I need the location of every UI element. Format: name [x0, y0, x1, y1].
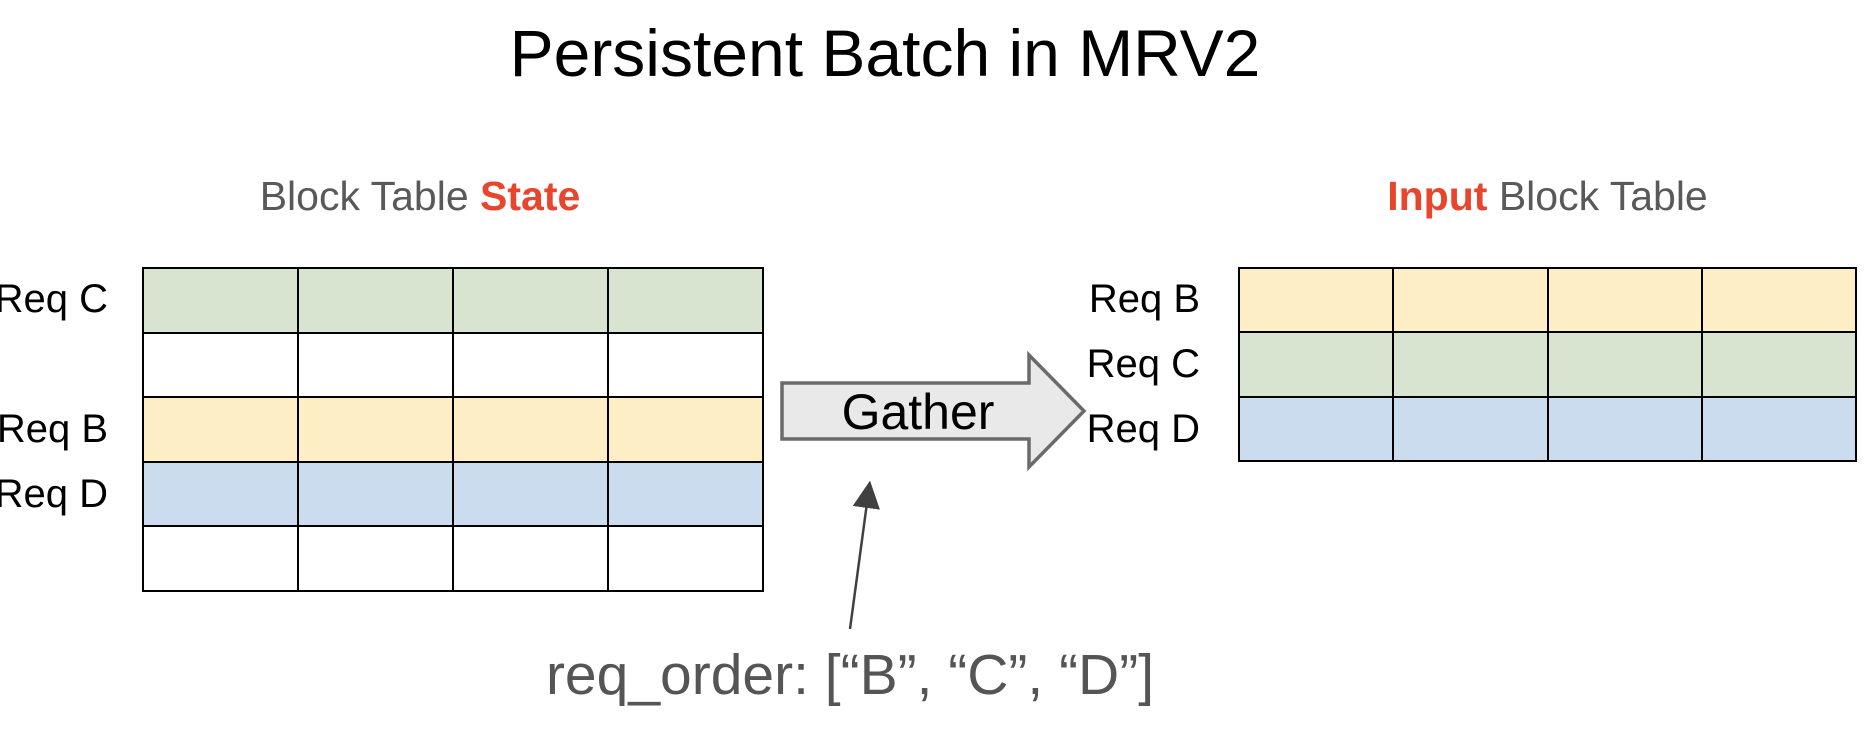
left_panel-block-cell: [608, 268, 763, 333]
state-block-table: [142, 267, 764, 592]
row-label: Req B: [0, 407, 108, 451]
right_panel-block-cell: [1393, 268, 1548, 333]
left_panel-block-cell: [608, 332, 763, 398]
right_panel-block-cell: [1239, 332, 1394, 397]
left_panel-block-cell: [608, 461, 763, 527]
left-heading-text: Block Table: [259, 173, 481, 219]
left_panel-block-cell: [453, 461, 608, 527]
req-order-arrow-icon: [848, 480, 880, 630]
right-table-heading: Input Block Table: [1238, 172, 1857, 221]
left_panel-block-cell: [298, 397, 453, 462]
left_panel-block-cell: [143, 268, 298, 333]
left-table-heading: Block Table State: [120, 172, 720, 221]
right_panel-block-cell: [1701, 396, 1856, 461]
right-table-row-labels: Req B Req C Req D: [1040, 267, 1200, 462]
left_panel-block-cell: [453, 526, 608, 591]
right_panel-block-cell: [1239, 268, 1394, 333]
left_panel-block-cell: [608, 397, 763, 462]
row-label: Req D: [1086, 407, 1200, 451]
right_panel-block-cell: [1547, 268, 1702, 333]
left_panel-block-cell: [298, 268, 453, 333]
right_panel-block-cell: [1547, 332, 1702, 397]
left_panel-block-cell: [298, 461, 453, 527]
row-label: Req C: [0, 277, 108, 321]
right_panel-block-cell: [1393, 332, 1548, 397]
right_panel-block-cell: [1547, 396, 1702, 461]
req-order-annotation: req_order: [“B”, “C”, “D”]: [545, 643, 1155, 707]
left_panel-block-cell: [143, 332, 298, 398]
gather-arrow-label: Gather: [841, 384, 995, 440]
right-heading-highlight: Input: [1387, 173, 1488, 219]
input-block-table: [1238, 267, 1857, 462]
row-label: Req B: [1088, 277, 1200, 321]
left_panel-block-cell: [143, 397, 298, 462]
right_panel-block-cell: [1393, 396, 1548, 461]
right_panel-block-cell: [1701, 332, 1856, 397]
left_panel-block-cell: [453, 397, 608, 462]
left_panel-block-cell: [453, 268, 608, 333]
left_panel-block-cell: [143, 526, 298, 591]
page-title: Persistent Batch in MRV2: [509, 16, 1261, 90]
right_panel-block-cell: [1239, 396, 1394, 461]
left_panel-block-cell: [298, 332, 453, 398]
right-heading-text: Block Table: [1487, 173, 1708, 219]
row-label: Req C: [1086, 342, 1200, 386]
row-label: Req D: [0, 472, 108, 516]
left_panel-block-cell: [298, 526, 453, 591]
left-heading-highlight: State: [480, 173, 581, 219]
left_panel-block-cell: [143, 461, 298, 527]
left_panel-block-cell: [453, 332, 608, 398]
left-table-row-labels: Req C Req B Req D: [0, 267, 108, 592]
right_panel-block-cell: [1701, 268, 1856, 333]
left_panel-block-cell: [608, 526, 763, 591]
